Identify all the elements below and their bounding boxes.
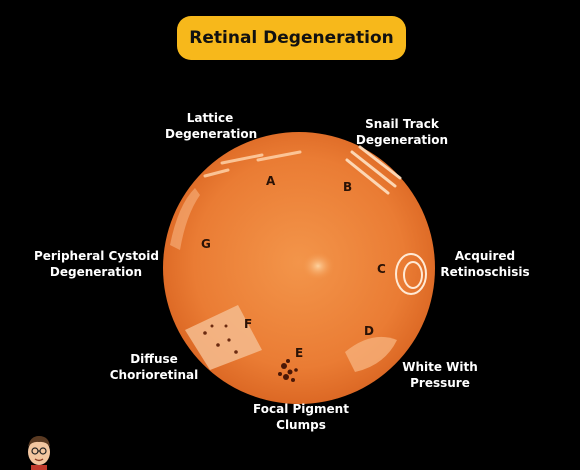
marker-d: D bbox=[364, 324, 374, 338]
page-title: Retinal Degeneration bbox=[177, 16, 406, 60]
marker-e: E bbox=[295, 346, 303, 360]
marker-g: G bbox=[201, 237, 211, 251]
marker-c: C bbox=[377, 262, 386, 276]
marker-a: A bbox=[266, 174, 276, 188]
marker-b: B bbox=[343, 180, 352, 194]
optic-disc bbox=[302, 252, 334, 280]
snail-track-lesion bbox=[345, 145, 402, 195]
marker-f: F bbox=[244, 317, 252, 331]
lattice-lesion bbox=[203, 150, 302, 178]
presenter-avatar-icon bbox=[28, 436, 50, 470]
diffuse-chorioretinal-lesion bbox=[185, 305, 262, 370]
retinoschisis-lesion bbox=[395, 253, 427, 295]
peripheral-cystoid-lesion bbox=[170, 188, 200, 250]
white-with-pressure-lesion bbox=[345, 336, 397, 372]
pigment-clumps-lesion bbox=[278, 359, 298, 382]
